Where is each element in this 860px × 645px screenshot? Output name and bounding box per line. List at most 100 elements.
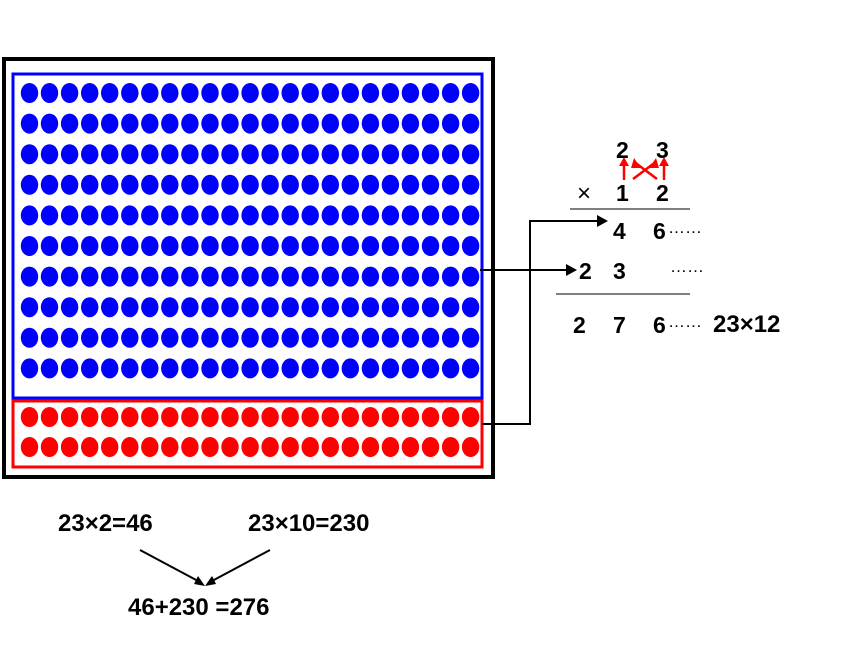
- blue-dot: [341, 358, 359, 379]
- blue-dot: [221, 83, 239, 103]
- blue-dot: [381, 327, 400, 348]
- blue-dot: [20, 297, 39, 318]
- blue-dot: [121, 236, 139, 256]
- red-dot: [101, 437, 119, 457]
- blue-dot: [261, 327, 279, 348]
- red-dot: [441, 407, 460, 427]
- blue-dot: [161, 266, 179, 287]
- blue-dot: [381, 144, 400, 165]
- blue-dot: [341, 205, 359, 226]
- red-dot: [20, 407, 39, 427]
- red-dot: [241, 407, 259, 427]
- red-dot: [241, 437, 259, 457]
- blue-dot: [421, 174, 440, 195]
- blue-dot: [81, 327, 99, 348]
- blue-dot: [461, 358, 480, 379]
- blue-dot: [301, 327, 319, 348]
- blue-dot: [20, 144, 39, 165]
- blue-dot: [181, 113, 199, 134]
- merge-arrowhead-left: [194, 576, 205, 586]
- blue-dot: [221, 174, 239, 195]
- blue-dot: [121, 327, 139, 348]
- tens-group-box: [11, 72, 484, 400]
- blue-dot: [441, 83, 460, 103]
- blue-dot: [421, 297, 440, 318]
- blue-dot: [301, 297, 319, 318]
- blue-dot: [60, 236, 79, 256]
- blue-dot: [40, 174, 59, 195]
- blue-dot: [161, 144, 179, 165]
- sum-equation: 46+230 =276: [128, 594, 270, 621]
- blue-dot: [301, 144, 319, 165]
- blue-dot: [201, 236, 219, 256]
- blue-dot: [341, 144, 359, 165]
- blue-dot: [101, 236, 119, 256]
- blue-dot: [101, 144, 119, 165]
- ones-connector-arrowhead: [597, 215, 608, 227]
- red-dot: [261, 407, 279, 427]
- blue-dot: [81, 236, 99, 256]
- blue-dot: [60, 174, 79, 195]
- blue-dot: [321, 113, 339, 134]
- blue-dot: [20, 205, 39, 226]
- blue-dot: [321, 266, 339, 287]
- red-dot: [221, 437, 239, 457]
- blue-dot: [421, 266, 440, 287]
- red-dot: [221, 407, 239, 427]
- red-dot: [421, 407, 440, 427]
- multiplier-tens-digit: 1: [616, 180, 629, 206]
- red-dot: [121, 407, 139, 427]
- blue-dot: [221, 236, 239, 256]
- merge-arrow-left: [139, 549, 199, 582]
- partial-one-dots: ……: [668, 218, 702, 237]
- blue-dot: [261, 144, 279, 165]
- red-dot: [461, 407, 480, 427]
- blue-dot: [81, 174, 99, 195]
- blue-dot: [201, 113, 219, 134]
- blue-dot: [361, 144, 380, 165]
- blue-dot: [20, 236, 39, 256]
- blue-dot: [421, 144, 440, 165]
- multiplier-ones-digit: 2: [656, 180, 669, 206]
- blue-dot: [361, 358, 380, 379]
- blue-dot: [281, 205, 299, 226]
- blue-dot: [321, 236, 339, 256]
- blue-dot: [301, 358, 319, 379]
- blue-dot: [161, 205, 179, 226]
- blue-dot: [81, 144, 99, 165]
- blue-dot: [241, 83, 259, 103]
- blue-dot: [301, 83, 319, 103]
- blue-dot: [401, 144, 420, 165]
- blue-dot: [241, 144, 259, 165]
- blue-dot: [281, 358, 299, 379]
- blue-dot: [40, 83, 59, 103]
- red-dot: [201, 407, 219, 427]
- blue-dot: [81, 205, 99, 226]
- blue-dot: [261, 358, 279, 379]
- blue-dot: [441, 327, 460, 348]
- blue-dot: [401, 327, 420, 348]
- blue-dot: [20, 358, 39, 379]
- blue-dot: [201, 297, 219, 318]
- blue-dot: [221, 297, 239, 318]
- blue-dot: [461, 144, 480, 165]
- red-dot: [40, 407, 59, 427]
- blue-dot: [401, 113, 420, 134]
- blue-dot: [141, 83, 159, 103]
- blue-dot: [321, 144, 339, 165]
- red-dot: [341, 437, 359, 457]
- blue-dot: [381, 174, 400, 195]
- blue-dot: [201, 205, 219, 226]
- blue-dot: [421, 236, 440, 256]
- blue-dot: [121, 174, 139, 195]
- blue-dot: [221, 205, 239, 226]
- blue-dot: [441, 205, 460, 226]
- blue-dot: [361, 113, 380, 134]
- blue-dot: [421, 113, 440, 134]
- blue-dot: [441, 174, 460, 195]
- red-dot: [321, 437, 339, 457]
- red-dot: [401, 407, 420, 427]
- blue-dot: [101, 266, 119, 287]
- blue-dot: [401, 358, 420, 379]
